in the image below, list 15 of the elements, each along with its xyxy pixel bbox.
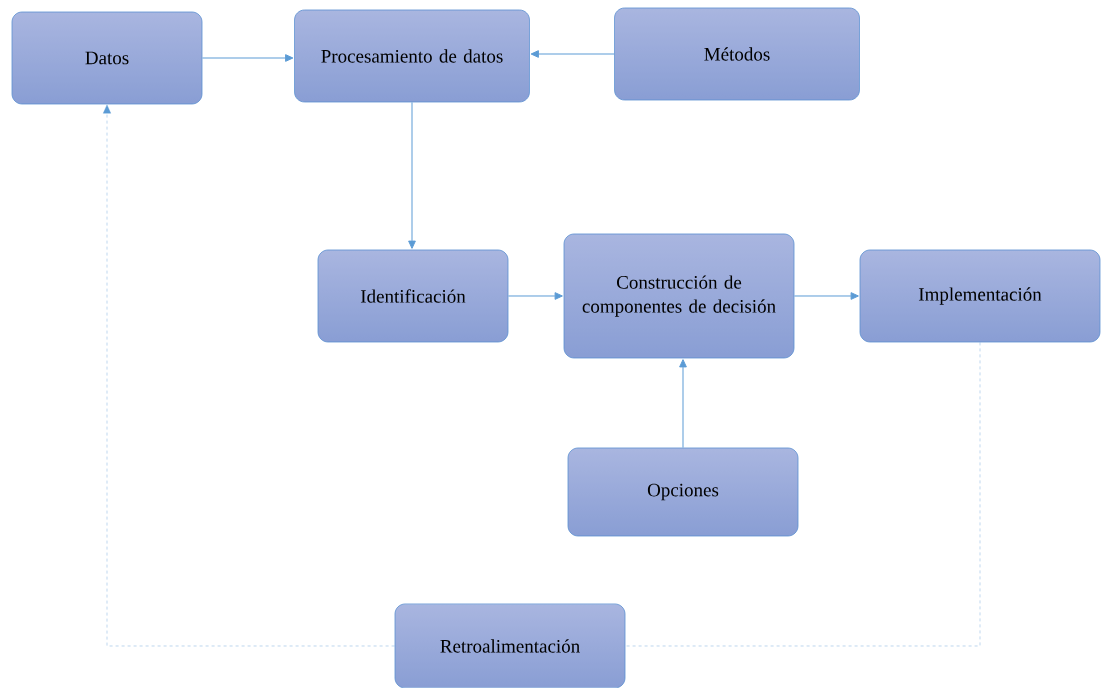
process-box: Construcción de componentes de decisión xyxy=(563,233,795,359)
arrow xyxy=(201,54,294,62)
process-box: Opciones xyxy=(567,447,799,537)
process-box: Identificación xyxy=(317,249,509,343)
process-box: Datos xyxy=(11,11,203,105)
process-box: Procesamiento de datos xyxy=(294,9,530,103)
arrow xyxy=(507,292,563,300)
arrow xyxy=(103,104,395,647)
arrow xyxy=(793,292,859,300)
process-box: Métodos xyxy=(614,7,860,101)
process-box: Retroalimentación xyxy=(394,603,626,688)
arrow xyxy=(530,50,615,58)
arrow xyxy=(679,359,687,449)
arrow xyxy=(408,101,416,249)
process-box: Implementación xyxy=(859,249,1101,343)
